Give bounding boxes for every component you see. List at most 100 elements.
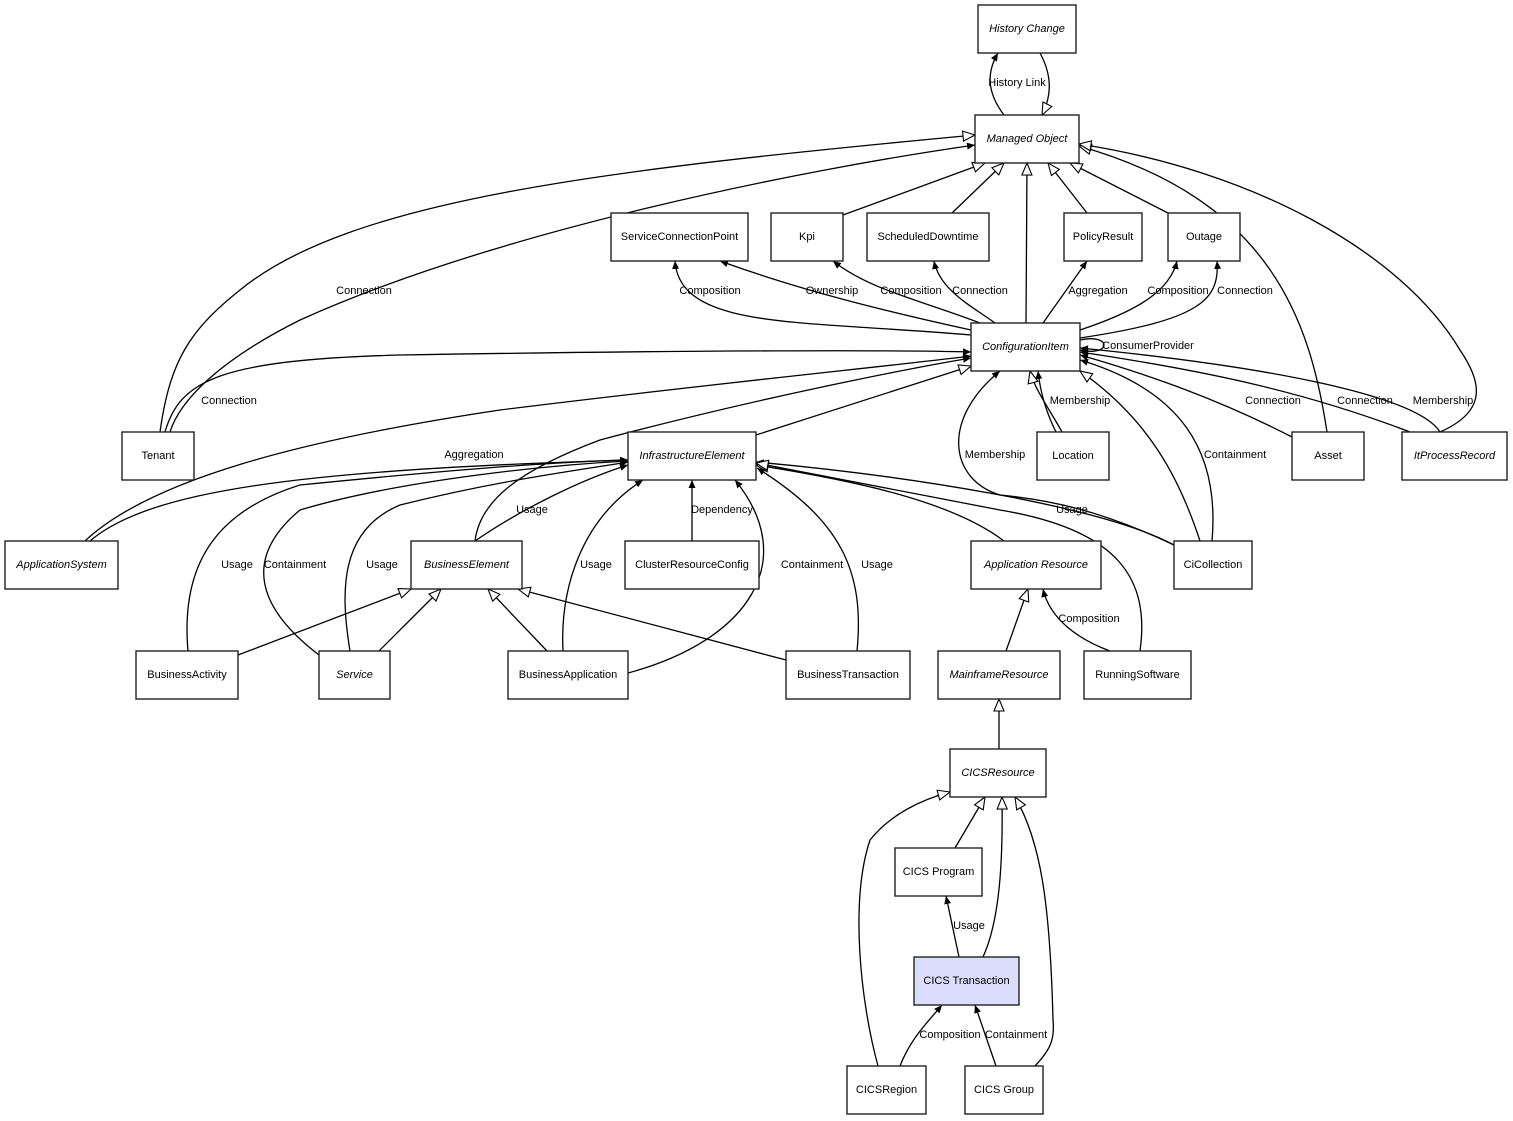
association-edge-itprocess-to-ci	[1079, 349, 1411, 433]
association-edge-cicoll-to-infra	[755, 459, 1175, 546]
generalization-edge-bustrans-to-buselem	[518, 589, 787, 661]
edge-label: Usage	[953, 920, 985, 932]
generalization-edge-running-to-infra	[756, 463, 1143, 652]
class-node-infra[interactable]: InfrastructureElement	[627, 431, 757, 481]
edge-label: Connection	[1337, 395, 1393, 407]
node-label: BusinessTransaction	[797, 669, 899, 681]
association-edge-cicsregion-to-cicstrans	[899, 1004, 943, 1067]
class-node-cicsprog[interactable]: CICS Program	[894, 847, 983, 897]
hollow-arrow-connector	[1079, 144, 1477, 433]
class-node-asset[interactable]: Asset	[1291, 431, 1365, 481]
edge-label: Usage	[861, 559, 893, 571]
class-node-cicoll[interactable]: CiCollection	[1173, 540, 1253, 590]
node-box	[410, 540, 523, 590]
class-node-cicsres[interactable]: CICSResource	[949, 748, 1047, 798]
class-node-history_change[interactable]: History Change	[977, 4, 1077, 54]
node-box	[610, 212, 749, 262]
edge-label: Connection	[952, 285, 1008, 297]
filled-arrow-connector	[932, 260, 996, 324]
class-node-appres[interactable]: Application Resource	[970, 540, 1102, 590]
node-label: CICS Transaction	[923, 975, 1009, 987]
node-label: CiCollection	[1184, 559, 1243, 571]
node-box	[1401, 431, 1508, 481]
edge-label: Containment	[985, 1029, 1047, 1041]
class-node-location[interactable]: Location	[1036, 431, 1110, 481]
association-edge-appsys-to-infra	[89, 456, 629, 542]
generalization-edge-outage-to-managed_object	[1070, 163, 1169, 214]
association-edge-busapp-to-infra	[562, 479, 644, 652]
hollow-arrow-connector	[1005, 589, 1028, 652]
edge-label: Containment	[1204, 449, 1266, 461]
class-node-itprocess[interactable]: ItProcessRecord	[1401, 431, 1508, 481]
class-node-managed_object[interactable]: Managed Object	[974, 114, 1080, 164]
node-box	[785, 650, 911, 700]
class-node-ci[interactable]: ConfigurationItem	[970, 322, 1081, 372]
edges-layer	[84, 52, 1477, 1067]
node-label: Application Resource	[983, 559, 1088, 571]
node-label: ConfigurationItem	[982, 341, 1069, 353]
association-edge-bustrans-to-infra	[756, 467, 860, 652]
class-node-cicsregion[interactable]: CICSRegion	[846, 1065, 927, 1115]
edge-label: Usage	[1056, 504, 1088, 516]
class-node-outage[interactable]: Outage	[1167, 212, 1241, 262]
generalization-edge-cicoll-to-ci	[1080, 371, 1201, 542]
class-node-appsys[interactable]: ApplicationSystem	[4, 540, 119, 590]
node-box	[913, 956, 1020, 1006]
generalization-edge-history_change-to-managed_object	[1039, 52, 1049, 115]
node-label: RunningSoftware	[1095, 669, 1179, 681]
generalization-edge-busact-to-buselem	[237, 589, 411, 656]
class-node-bustrans[interactable]: BusinessTransaction	[785, 650, 911, 700]
class-node-busapp[interactable]: BusinessApplication	[507, 650, 629, 700]
generalization-edge-infra-to-ci	[755, 366, 971, 436]
node-box	[1036, 431, 1110, 481]
generalization-edge-asset-to-managed_object	[1079, 146, 1328, 433]
association-edge-ci-to-kpi	[832, 260, 981, 324]
node-box	[937, 650, 1061, 700]
generalization-edge-itprocess-to-managed_object	[1079, 144, 1477, 433]
association-edge-cicstrans-to-cicsprog	[944, 895, 960, 958]
filled-arrow-connector	[562, 479, 644, 652]
edge-label: Containment	[264, 559, 326, 571]
class-node-cicsgroup[interactable]: CICS Group	[964, 1065, 1044, 1115]
edge-label: History Link	[988, 77, 1046, 89]
node-box	[507, 650, 629, 700]
generalization-edge-cicsprog-to-cicsres	[954, 797, 985, 849]
class-node-service[interactable]: Service	[318, 650, 391, 700]
class-node-busact[interactable]: BusinessActivity	[135, 650, 239, 700]
class-node-kpi[interactable]: Kpi	[770, 212, 844, 262]
class-node-policy[interactable]: PolicyResult	[1063, 212, 1143, 262]
class-node-mainframe[interactable]: MainframeResource	[937, 650, 1061, 700]
node-box	[970, 322, 1081, 372]
class-node-running[interactable]: RunningSoftware	[1083, 650, 1192, 700]
class-node-tenant[interactable]: Tenant	[121, 431, 195, 481]
edge-label: Composition	[1147, 285, 1208, 297]
filled-arrow-connector	[89, 456, 629, 542]
class-node-cluster[interactable]: ClusterResourceConfig	[624, 540, 760, 590]
filled-arrow-connector	[186, 456, 629, 652]
hollow-arrow-connector	[1070, 163, 1169, 214]
edge-label: Connection	[336, 285, 392, 297]
class-node-cicstrans[interactable]: CICS Transaction	[913, 956, 1020, 1006]
association-edge-ci-to-scp	[672, 260, 972, 336]
generalization-edge-service-to-buselem	[378, 589, 441, 652]
filled-arrow-connector	[1079, 349, 1411, 433]
hollow-arrow-connector	[858, 792, 950, 1067]
filled-arrow-connector	[164, 348, 972, 433]
filled-arrow-connector	[1079, 338, 1105, 356]
node-label: CICS Program	[903, 866, 975, 878]
filled-arrow-connector	[989, 52, 1005, 116]
edge-label: Composition	[1058, 613, 1119, 625]
association-edge-ci-to-outage	[1079, 260, 1222, 339]
class-node-buselem[interactable]: BusinessElement	[410, 540, 523, 590]
node-label: Asset	[1314, 450, 1342, 462]
association-edge-busact-to-infra	[186, 456, 629, 652]
node-box	[135, 650, 239, 700]
edge-label: Aggregation	[444, 449, 503, 461]
association-edge-service-to-infra	[263, 457, 629, 656]
generalization-edge-appres-to-infra	[756, 465, 1005, 542]
hollow-arrow-connector	[488, 589, 548, 652]
node-box	[964, 1065, 1044, 1115]
class-node-sched[interactable]: ScheduledDowntime	[866, 212, 990, 262]
class-node-scp[interactable]: ServiceConnectionPoint	[610, 212, 749, 262]
